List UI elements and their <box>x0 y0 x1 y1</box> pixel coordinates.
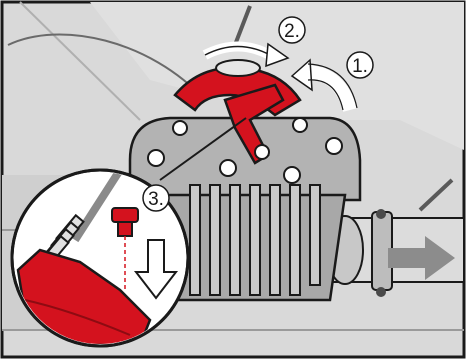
step-label-1: 1. <box>347 52 373 78</box>
step-label-2: 2. <box>279 17 305 43</box>
step-label-3: 3. <box>143 185 169 211</box>
housing-ribs <box>190 185 320 295</box>
step-1-text: 1. <box>352 56 368 77</box>
step-2-text: 2. <box>284 21 300 42</box>
step-3-text: 3. <box>148 189 164 210</box>
